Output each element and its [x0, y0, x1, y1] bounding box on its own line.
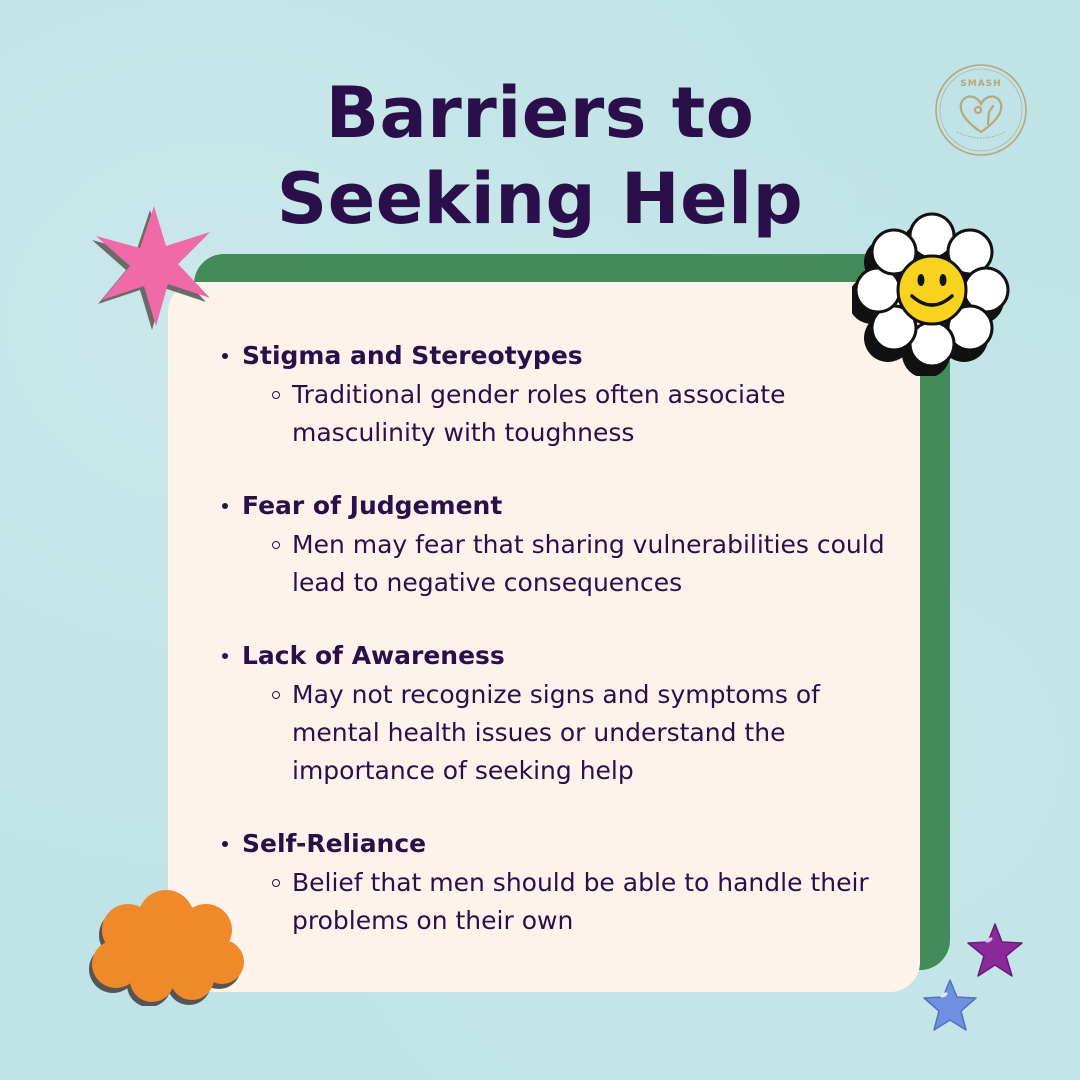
barrier-heading: Lack of Awareness: [242, 641, 505, 670]
sub-bullet-icon: [272, 691, 280, 699]
barrier-heading: Fear of Judgement: [242, 491, 503, 520]
sub-bullet-icon: [272, 541, 280, 549]
barrier-detail: May not recognize signs and symptoms of …: [292, 680, 820, 785]
barriers-list: Stigma and Stereotypes Traditional gende…: [220, 336, 900, 974]
orange-cloud-icon: [89, 890, 244, 1006]
list-item: Lack of Awareness May not recognize sign…: [220, 636, 900, 790]
barrier-detail: Traditional gender roles often associate…: [292, 380, 786, 447]
sub-bullet-icon: [272, 879, 280, 887]
logo-text: SMASH: [960, 79, 1001, 89]
list-item: Fear of Judgement Men may fear that shar…: [220, 486, 900, 602]
heart-hands-icon: [959, 95, 1003, 134]
barrier-detail: Men may fear that sharing vulnerabilitie…: [292, 530, 885, 597]
bullet-icon: [222, 653, 228, 659]
barrier-heading: Stigma and Stereotypes: [242, 341, 583, 370]
title-line-1: Barriers to: [325, 72, 755, 154]
sub-bullet-icon: [272, 391, 280, 399]
title-line-2: Seeking Help: [276, 158, 804, 240]
bullet-icon: [222, 503, 228, 509]
purple-star-icon: [967, 923, 1023, 977]
list-item: Stigma and Stereotypes Traditional gende…: [220, 336, 900, 452]
bullet-icon: [222, 353, 228, 359]
pink-burst-icon: [92, 206, 210, 330]
smash-logo: SMASH: [935, 64, 1027, 156]
content-card: [168, 282, 920, 992]
page-title: Barriers to Seeking Help: [0, 70, 1080, 242]
smiley-flower-icon: [852, 212, 1010, 376]
blue-star-icon: [923, 979, 977, 1031]
list-item: Self-Reliance Belief that men should be …: [220, 824, 900, 940]
barrier-detail: Belief that men should be able to handle…: [292, 868, 869, 935]
barrier-heading: Self-Reliance: [242, 829, 427, 858]
bullet-icon: [222, 841, 228, 847]
